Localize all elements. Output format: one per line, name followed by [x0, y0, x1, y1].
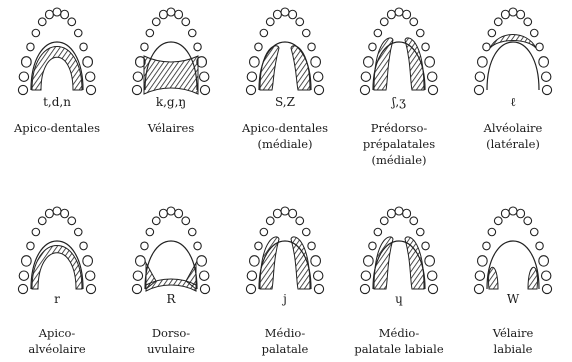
palate-outline — [487, 42, 539, 90]
palate-diagram — [228, 0, 342, 181]
contact-area-left — [374, 38, 393, 90]
tooth-outline — [474, 8, 551, 95]
phoneme-symbols: ɥ — [342, 292, 456, 306]
tooth-outline — [360, 207, 437, 294]
palatogram-6: r Apico- alvéolaire — [0, 181, 114, 362]
caption: Médio- palatale — [224, 325, 346, 357]
caption: Médio- palatale labiale — [338, 325, 460, 357]
contact-area — [144, 56, 198, 94]
caption: Apico-dentales — [0, 120, 118, 136]
caption-line: prépalatales — [338, 136, 460, 152]
palatogram-8: j Médio- palatale — [228, 181, 342, 362]
contact-area-right — [291, 237, 310, 289]
caption-line: Vélaire — [452, 325, 572, 341]
contact-area — [490, 35, 536, 49]
tooth-outline — [246, 207, 323, 294]
phoneme-symbols: ℓ — [456, 95, 570, 109]
caption-line: (médiale) — [338, 152, 460, 168]
phoneme-symbols: R — [114, 292, 228, 306]
caption: Vélaires — [110, 120, 232, 136]
caption: Apico- alvéolaire — [0, 325, 118, 357]
caption-line: palatale labiale — [338, 341, 460, 357]
palate-diagram — [114, 0, 228, 181]
tooth-outline — [474, 207, 551, 294]
palatogram-4: ʃ,ʒ Prédorso- prépalatales (médiale) — [342, 0, 456, 181]
palate-diagram — [0, 0, 114, 181]
caption-line: Alvéolaire — [452, 120, 572, 136]
contact-area-left — [260, 46, 279, 90]
caption-line: Prédorso- — [338, 120, 460, 136]
palate-diagram — [456, 0, 570, 181]
tooth-outline — [246, 8, 323, 95]
caption: Apico-dentales (médiale) — [224, 120, 346, 152]
phoneme-symbols: t,d,n — [0, 95, 114, 109]
caption-line: labiale — [452, 341, 572, 357]
palatogram-1: t,d,n Apico-dentales — [0, 0, 114, 181]
phoneme-symbols: S,Z — [228, 95, 342, 109]
palatogram-2: k,g,ŋ Vélaires — [114, 0, 228, 181]
phoneme-symbols: ʃ,ʒ — [342, 95, 456, 109]
palatogram-10: W Vélaire labiale — [456, 181, 570, 362]
caption-line: Apico-dentales — [0, 120, 118, 136]
phoneme-symbols: W — [456, 292, 570, 306]
phoneme-symbols: j — [228, 292, 342, 306]
phoneme-symbols: r — [0, 292, 114, 306]
caption-line: Dorso- — [110, 325, 232, 341]
caption-line: uvulaire — [110, 341, 232, 357]
palatogram-5: ℓ Alvéolaire (latérale) — [456, 0, 570, 181]
contact-area-right — [528, 267, 537, 289]
palatogram-3: S,Z Apico-dentales (médiale) — [228, 0, 342, 181]
contact-area-left — [489, 267, 498, 289]
contact-area-left — [374, 237, 393, 289]
caption-line: Médio- — [338, 325, 460, 341]
caption-line: (latérale) — [452, 136, 572, 152]
contact-area-right — [405, 38, 424, 90]
caption-line: palatale — [224, 341, 346, 357]
caption-line: (médiale) — [224, 136, 346, 152]
caption-line: Apico-dentales — [224, 120, 346, 136]
tooth-outline — [360, 8, 437, 95]
caption: Vélaire labiale — [452, 325, 572, 357]
palatogram-9: ɥ Médio- palatale labiale — [342, 181, 456, 362]
caption-line: Apico- — [0, 325, 118, 341]
caption: Dorso- uvulaire — [110, 325, 232, 357]
contact-area-left — [260, 237, 279, 289]
phoneme-symbols: k,g,ŋ — [114, 95, 228, 109]
caption-line: Vélaires — [110, 120, 232, 136]
contact-area-right — [405, 237, 424, 289]
caption: Prédorso- prépalatales (médiale) — [338, 120, 460, 168]
caption-line: Médio- — [224, 325, 346, 341]
contact-area-right — [291, 46, 310, 90]
palatogram-7: R Dorso- uvulaire — [114, 181, 228, 362]
caption-line: alvéolaire — [0, 341, 118, 357]
caption: Alvéolaire (latérale) — [452, 120, 572, 152]
